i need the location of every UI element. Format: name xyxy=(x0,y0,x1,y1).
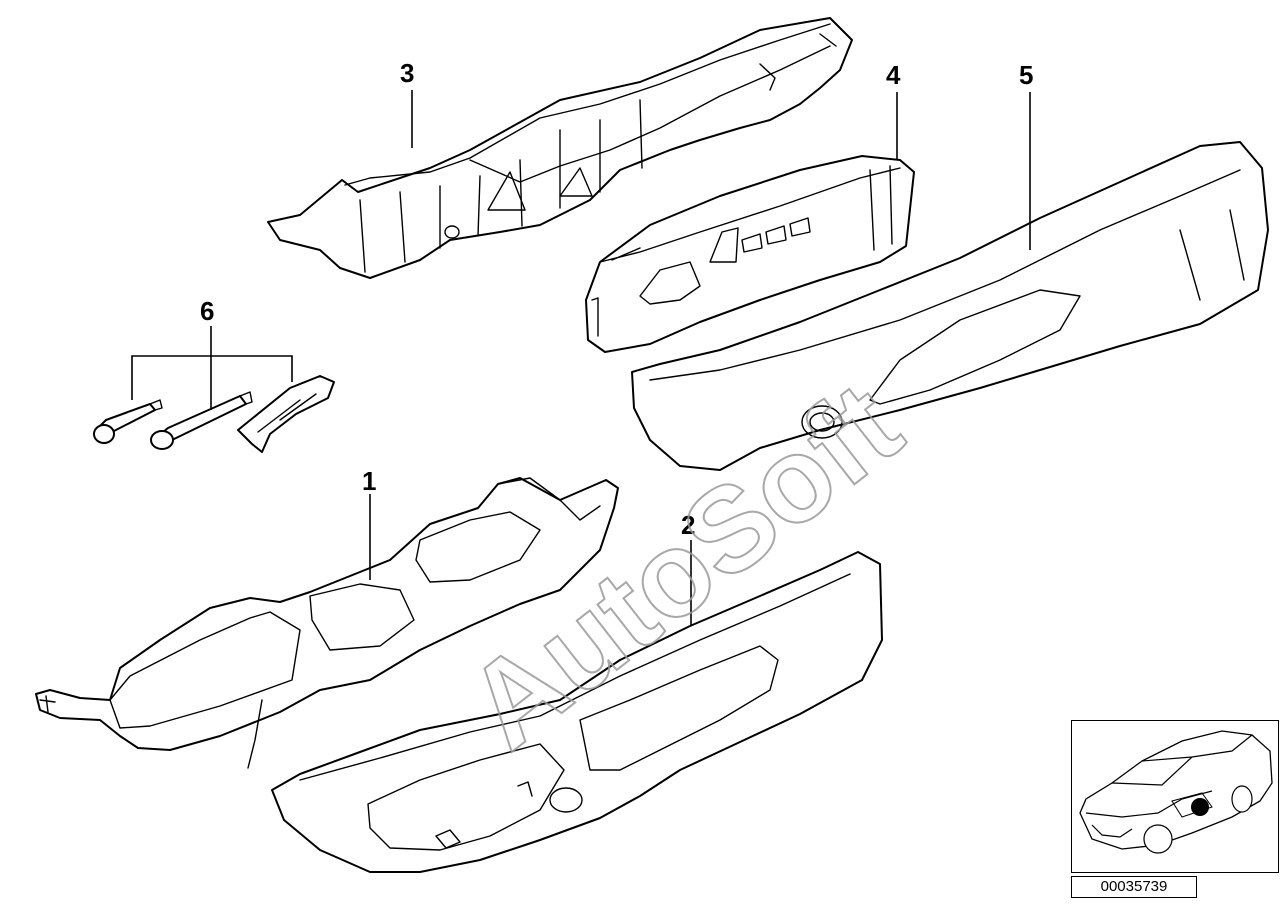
callout-4: 4 xyxy=(886,60,901,90)
part-4-switch-unit[interactable] xyxy=(585,155,915,353)
callout-2: 2 xyxy=(681,510,695,540)
vehicle-locator xyxy=(1071,720,1279,873)
callout-5: 5 xyxy=(1019,60,1033,90)
part-3-seat-frame[interactable] xyxy=(267,17,853,279)
car-locator-icon xyxy=(1079,730,1273,854)
leader-6-bracket xyxy=(131,355,293,400)
leader-lines xyxy=(131,90,1031,626)
part-6-hardware[interactable] xyxy=(93,375,335,453)
part-2-inner-trim-panel[interactable] xyxy=(271,551,883,873)
position-marker-icon xyxy=(1191,798,1209,816)
reference-number: 00035739 xyxy=(1071,876,1197,898)
callout-6: 6 xyxy=(200,296,214,326)
callout-1: 1 xyxy=(362,466,376,496)
part-5-outer-trim-panel[interactable] xyxy=(631,141,1269,471)
part-1-switch-assembly[interactable] xyxy=(35,477,619,769)
callout-3: 3 xyxy=(400,58,414,88)
